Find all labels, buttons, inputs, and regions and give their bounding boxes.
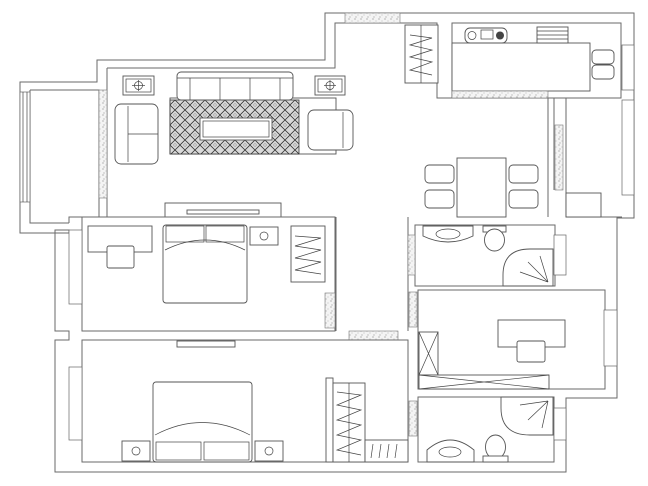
wall-stub [325,377,334,463]
wardrobe [332,382,366,463]
window [68,366,83,441]
marble-sill [554,124,564,191]
shower [500,396,554,436]
marble-sill [408,400,418,437]
window [621,44,635,91]
kitchen-counter [451,42,591,92]
sink [422,225,474,243]
kitchen-sink [591,49,615,80]
nightstand [121,440,151,462]
corridor [335,217,409,341]
armchair-right [307,109,354,151]
chair [106,245,135,269]
marble-sill [451,90,549,99]
nightstand [254,440,284,462]
marble-sill [407,234,416,276]
bathroom-2 [408,396,567,463]
bed [162,224,248,304]
marble-sill [324,292,336,329]
window [553,407,567,441]
shower [502,248,554,287]
chair [508,189,539,209]
bed [152,381,253,463]
window [603,309,618,367]
range-hood [536,26,569,44]
chair [508,164,539,184]
wardrobe [290,225,326,283]
tv [176,340,236,348]
toilet [482,225,507,252]
window [68,229,83,305]
bedroom-1 [68,216,336,332]
side-table-right [314,75,346,96]
window [621,99,635,196]
side-table-left [122,75,155,96]
coffee-table [199,117,273,141]
chair [516,340,546,363]
window [19,91,31,203]
window [553,234,567,276]
nightstand [249,226,279,246]
living-room [98,22,548,218]
chair [424,164,455,184]
bedroom-2 [68,339,409,463]
sofa [176,71,294,101]
kitchen [451,22,635,99]
tv-cabinet [164,202,282,218]
bathroom-1 [407,224,567,287]
marble-sill [98,89,108,199]
shoe-cabinet [404,24,439,84]
washing-machine [565,192,602,218]
chair [424,189,455,209]
dining-table [456,157,507,218]
toilet [482,434,509,463]
service-balcony [547,98,635,218]
armchair-left [114,103,159,165]
study [408,289,618,390]
cabinet [418,331,439,376]
door-threshold[interactable] [348,330,399,341]
marble-sill [408,291,418,328]
shelf [364,439,409,463]
balcony-left [19,89,100,217]
dining-set [424,157,539,218]
stove [464,27,508,44]
sink [426,439,475,463]
entry-door-threshold[interactable] [344,12,401,24]
wardrobe [418,374,550,390]
